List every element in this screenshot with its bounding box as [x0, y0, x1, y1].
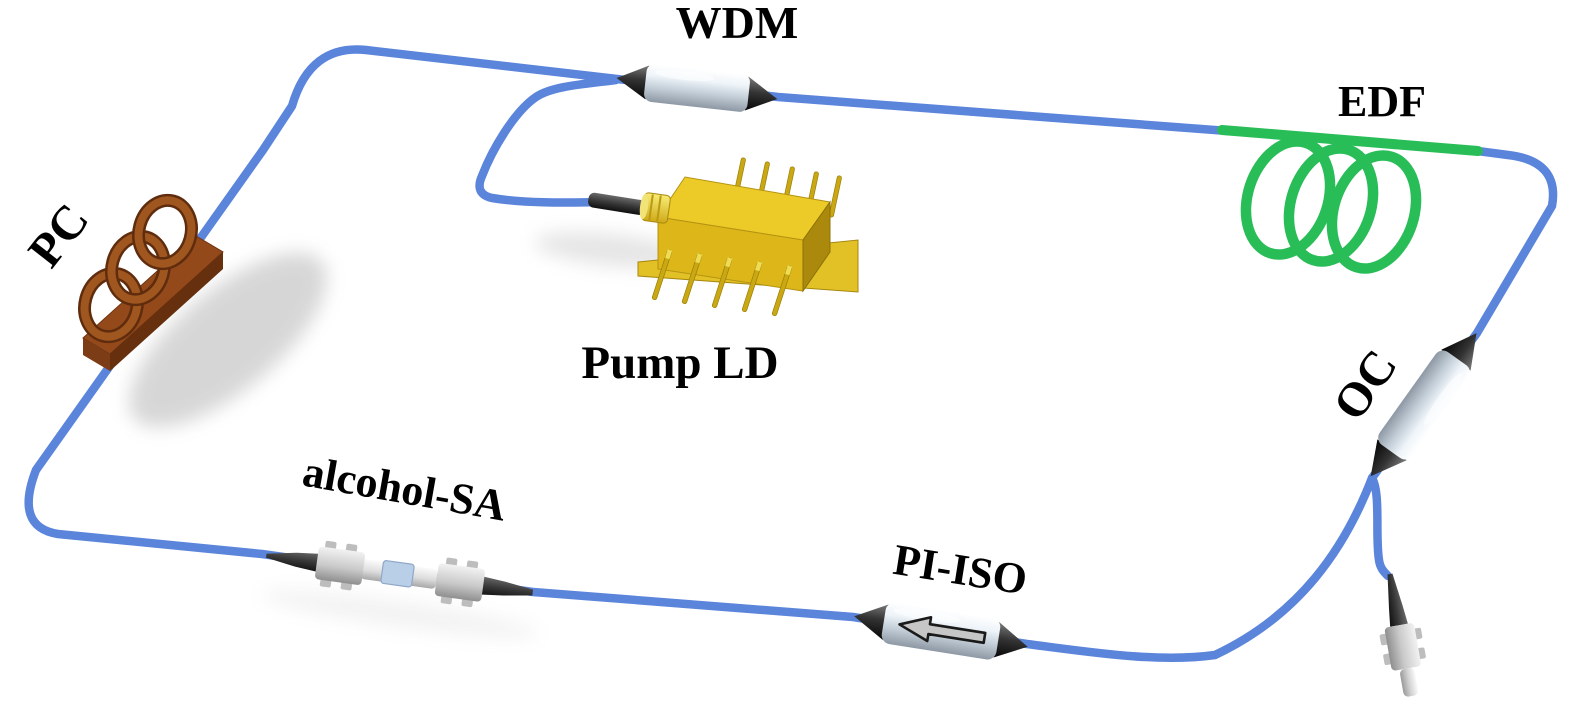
edf-loop	[1326, 150, 1422, 274]
pump-ld-ferrule-nut	[639, 192, 671, 224]
pi-iso-right-cone	[993, 621, 1028, 658]
pump-pin	[711, 257, 733, 308]
pump-pin	[681, 253, 703, 304]
pi-iso-left-cone	[854, 604, 889, 641]
output-ferrule-pin	[1400, 668, 1419, 697]
output-connector	[1379, 573, 1426, 697]
pi-iso-label: PI-ISO	[890, 535, 1030, 604]
sa-alcohol-sleeve	[380, 560, 415, 588]
pump-pin-tip	[695, 253, 703, 264]
pump-ld-component	[588, 157, 859, 316]
wdm-highlight	[654, 69, 715, 82]
pump-pin	[651, 249, 673, 300]
pump-ld-bottom-pins	[651, 249, 793, 316]
edf-label: EDF	[1338, 77, 1426, 126]
pump-pigtail-shadow	[534, 232, 690, 268]
pump-ld-label: Pump LD	[581, 337, 778, 389]
output-fiber	[1367, 473, 1393, 581]
pump-pin	[828, 175, 842, 218]
edf-coil	[1217, 125, 1483, 274]
pump-pin-tip	[725, 257, 733, 268]
pc-label: PC	[18, 194, 99, 277]
sa-connector-body	[434, 563, 485, 602]
edf-loop	[1240, 136, 1336, 260]
shadows	[129, 232, 690, 638]
oc-component	[1370, 333, 1477, 477]
fibers	[24, 45, 1558, 662]
oc-bottom-cone	[1370, 439, 1407, 477]
pc-paddle-rings	[78, 193, 198, 344]
pc-shadow	[129, 252, 327, 428]
pc-component	[78, 193, 224, 371]
wdm-right-cone	[744, 76, 778, 111]
pump-pin	[741, 261, 763, 312]
pi-iso-highlight	[893, 608, 961, 623]
isolator-direction-arrow-icon	[898, 615, 987, 645]
oc-body	[1378, 350, 1470, 460]
output-connector-body	[1384, 623, 1421, 671]
edf-fiber-segment	[1217, 125, 1483, 156]
oc-highlight	[1424, 372, 1463, 426]
pump-ld-right-face	[802, 200, 831, 293]
wdm-left-cone	[616, 65, 650, 100]
edf-loop	[1283, 143, 1379, 267]
alcohol-sa-component	[265, 540, 534, 608]
pump-ld-fiber-boot	[588, 192, 646, 215]
pump-pin-tip	[665, 249, 673, 260]
pc-base-front	[110, 252, 223, 371]
output-boot	[1387, 573, 1408, 627]
alcohol-sa-label: alcohol-SA	[299, 447, 510, 531]
pi-iso-component	[854, 602, 1028, 660]
ring-cavity-fiber	[24, 45, 1558, 662]
sa-left-boot	[265, 552, 330, 575]
pc-ring	[80, 269, 142, 341]
pump-fiber	[475, 75, 621, 207]
oc-top-cone	[1441, 333, 1477, 371]
pc-base-left	[83, 338, 110, 371]
sa-connector-body	[315, 546, 366, 585]
sa-right-connector	[434, 557, 485, 608]
pc-ring	[107, 232, 169, 304]
pc-ring	[134, 196, 196, 268]
sa-shadow	[261, 590, 539, 638]
sa-right-boot	[470, 574, 534, 596]
wdm-label: WDM	[676, 0, 799, 48]
wdm-component	[616, 64, 778, 112]
sa-left-connector	[315, 540, 366, 591]
pump-pin-tip	[785, 265, 793, 276]
pump-pin-tip	[755, 261, 763, 272]
pump-pin	[771, 265, 793, 316]
